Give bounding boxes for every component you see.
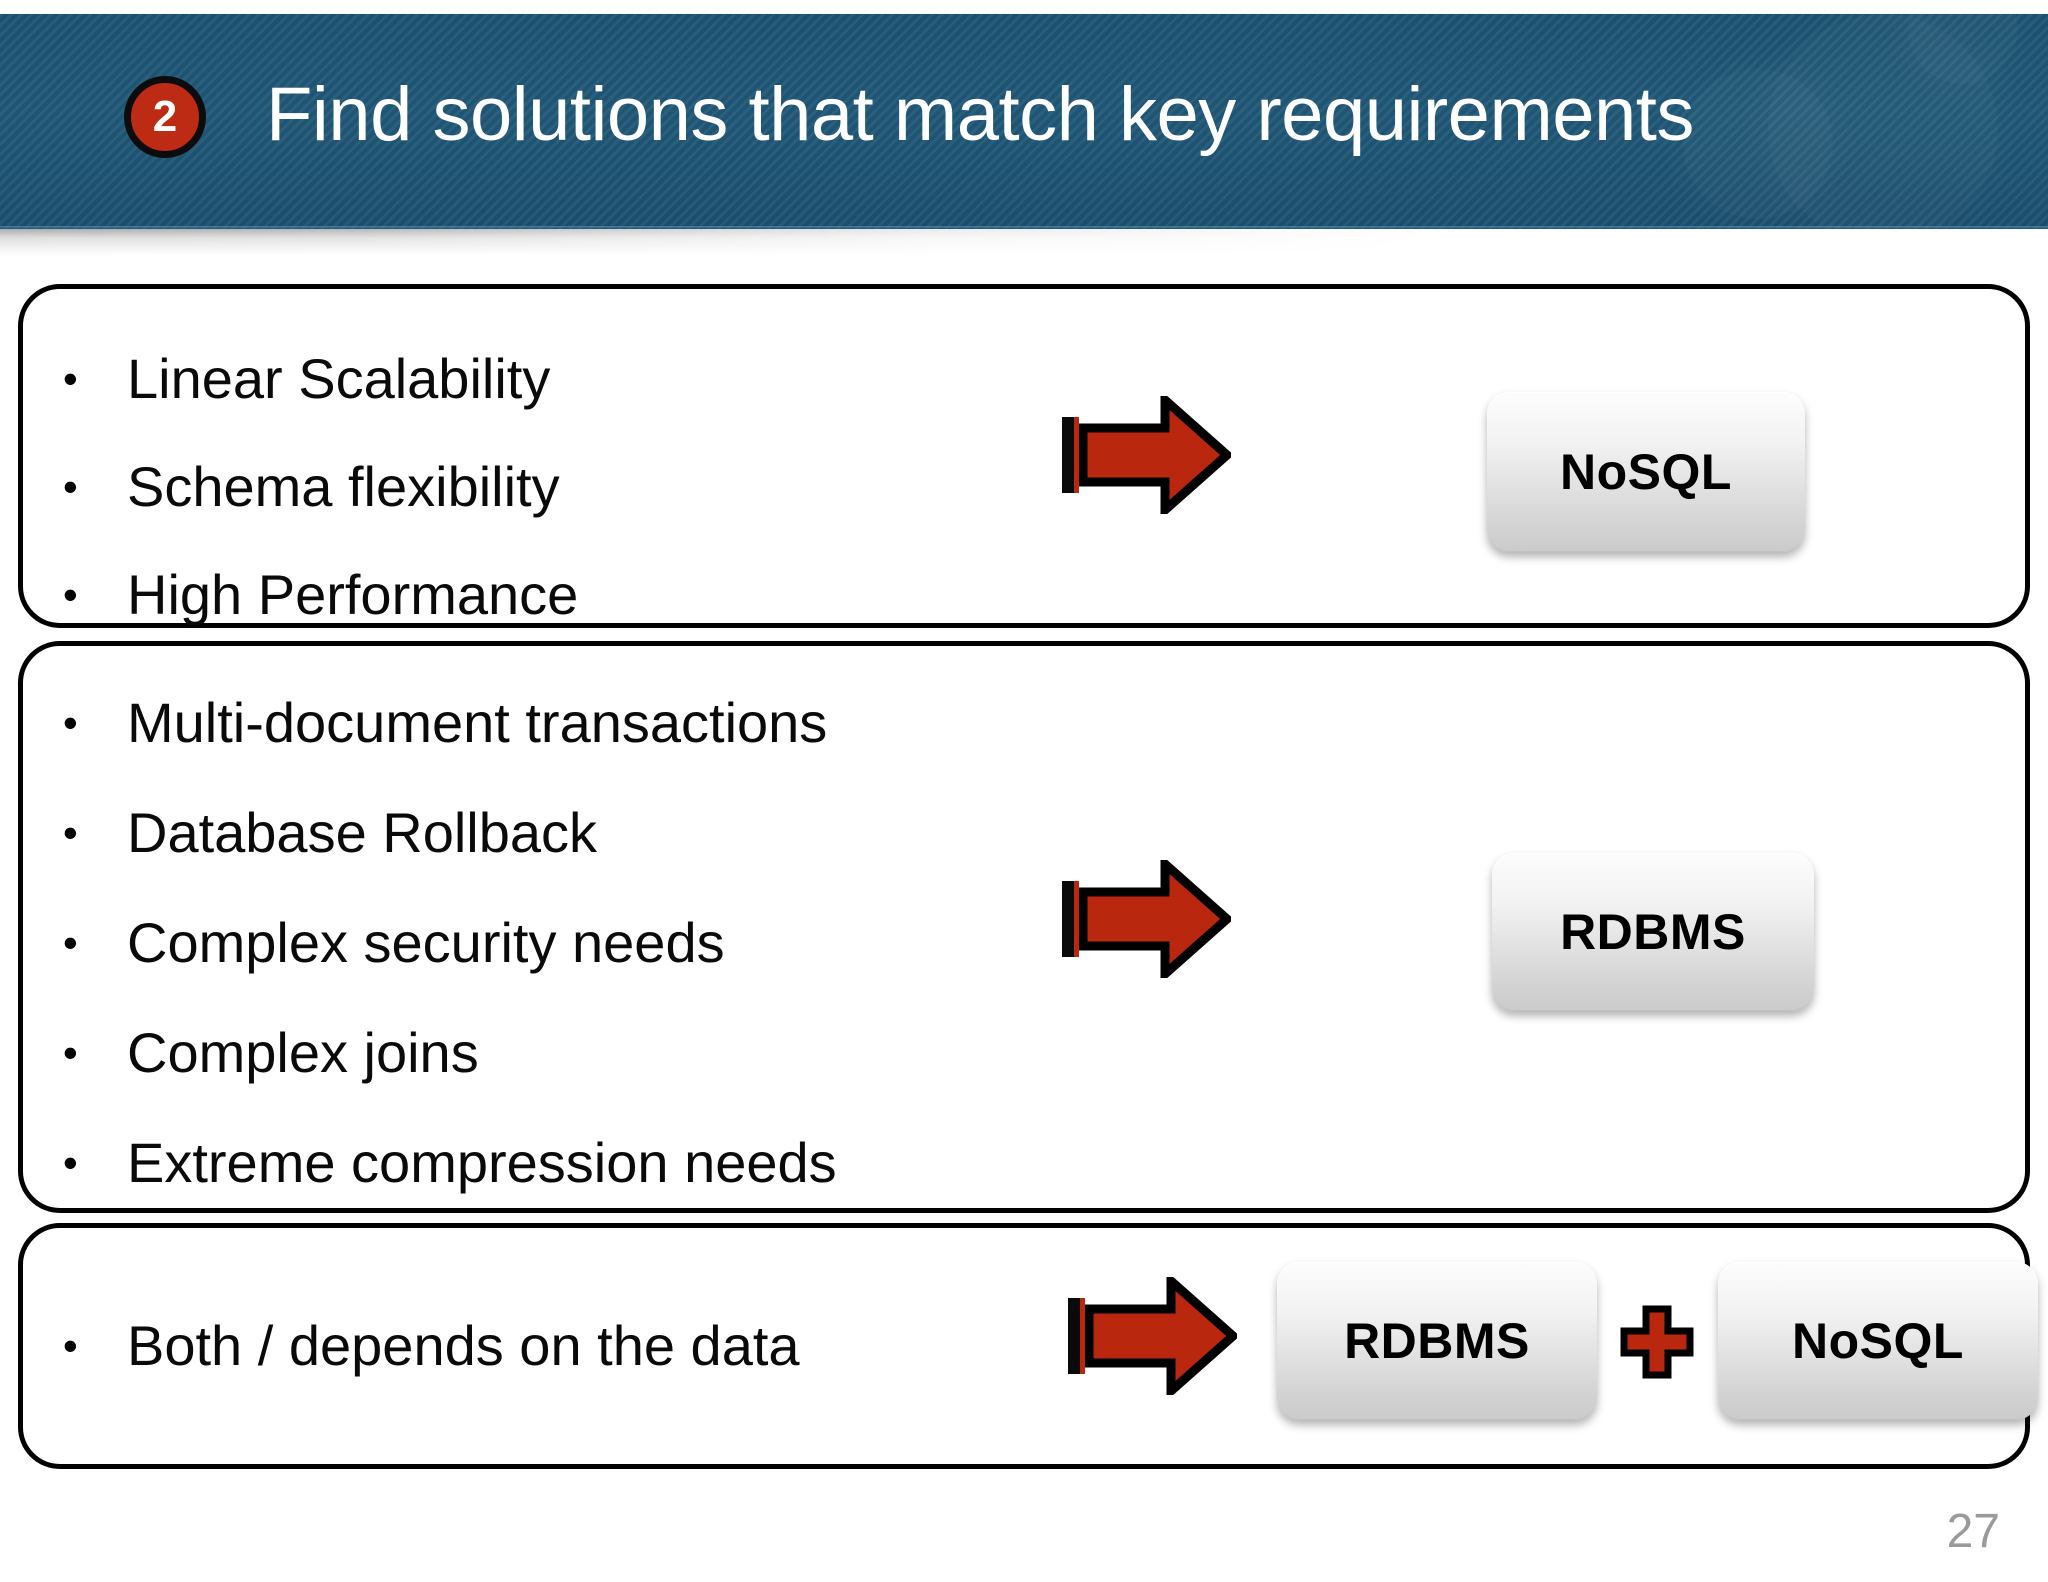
arrow-head: [1085, 1277, 1237, 1395]
arrow-tail-bar: [1062, 881, 1079, 957]
step-number-badge: 2: [124, 76, 206, 158]
bullet-point-icon: •: [63, 463, 78, 510]
bullet-label: Linear Scalability: [127, 346, 551, 410]
result-pill-nosql[interactable]: NoSQL: [1487, 392, 1805, 552]
result-pill-nosql[interactable]: NoSQL: [1718, 1262, 2038, 1420]
bullet-label: Extreme compression needs: [127, 1130, 837, 1194]
bullet-label: Complex joins: [127, 1020, 479, 1084]
list-item: • Complex security needs: [57, 888, 1097, 998]
bullet-label: Complex security needs: [127, 910, 725, 974]
list-item: • Complex joins: [57, 998, 1097, 1108]
list-item: • Database Rollback: [57, 778, 1097, 888]
bullet-label: High Performance: [127, 562, 579, 626]
bullet-point-icon: •: [63, 699, 78, 746]
result-pill-label: RDBMS: [1344, 1313, 1530, 1369]
plus-icon: [1620, 1305, 1694, 1379]
list-item: • Multi-document transactions: [57, 668, 1097, 778]
requirement-box-both: • Both / depends on the data: [18, 1223, 2030, 1469]
right-arrow-icon: [1062, 860, 1231, 978]
result-pill-rdbms[interactable]: RDBMS: [1492, 853, 1814, 1011]
bullet-point-icon: •: [63, 1139, 78, 1186]
bullet-label: Multi-document transactions: [127, 690, 828, 754]
header-drop-shadow: [0, 229, 2048, 255]
result-pill-rdbms[interactable]: RDBMS: [1277, 1262, 1597, 1420]
bullet-point-icon: •: [63, 919, 78, 966]
bullet-list: • Multi-document transactions • Database…: [57, 668, 1097, 1218]
arrow-head: [1079, 396, 1231, 514]
bullet-label: Both / depends on the data: [127, 1313, 800, 1377]
bullet-point-icon: •: [63, 355, 78, 402]
bullet-label: Schema flexibility: [127, 454, 560, 518]
bullet-point-icon: •: [63, 1029, 78, 1076]
list-item: • Schema flexibility: [57, 433, 1097, 541]
list-item: • Linear Scalability: [57, 325, 1097, 433]
result-pill-label: RDBMS: [1560, 904, 1746, 960]
step-number-label: 2: [152, 92, 178, 141]
slide-title: Find solutions that match key requiremen…: [266, 72, 1694, 157]
list-item: • High Performance: [57, 541, 1097, 649]
arrow-tail-bar: [1062, 417, 1079, 493]
bullet-point-icon: •: [63, 571, 78, 618]
result-pill-label: NoSQL: [1792, 1313, 1964, 1369]
slide-header-bar: 2 Find solutions that match key requirem…: [0, 14, 2048, 229]
arrow-head: [1079, 860, 1231, 978]
right-arrow-icon: [1068, 1277, 1237, 1395]
bullet-list: • Linear Scalability • Schema flexibilit…: [57, 325, 1097, 649]
list-item: • Both / depends on the data: [57, 1292, 1097, 1400]
page-number: 27: [1946, 1505, 2000, 1558]
bullet-point-icon: •: [63, 1322, 78, 1369]
list-item: • Extreme compression needs: [57, 1108, 1097, 1218]
bullet-list: • Both / depends on the data: [57, 1292, 1097, 1400]
bullet-point-icon: •: [63, 809, 78, 856]
right-arrow-icon: [1062, 396, 1231, 514]
bullet-label: Database Rollback: [127, 800, 598, 864]
result-pill-label: NoSQL: [1560, 444, 1732, 500]
arrow-tail-bar: [1068, 1298, 1085, 1374]
